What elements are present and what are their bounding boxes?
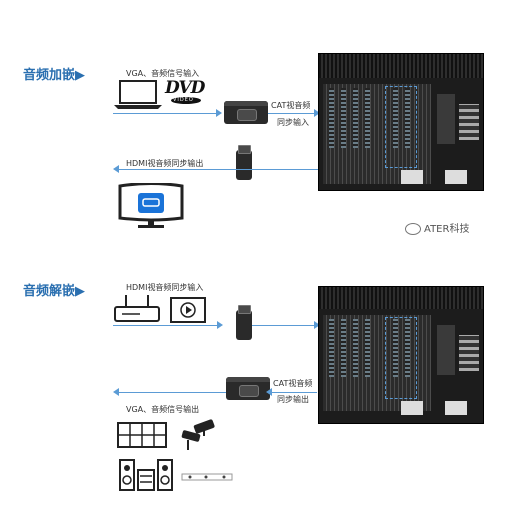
arrow-right-icon	[314, 321, 320, 329]
matrix-switcher-chassis	[318, 53, 484, 191]
watermark: ATER科技	[405, 220, 469, 235]
dvd-video-logo: DVD VIDEO	[165, 80, 207, 106]
hdmi-output-line	[118, 169, 318, 170]
hdmi-av-output-label: HDMI视音频同步输出	[126, 159, 204, 168]
cat-sync-output-label-line2: 同步输出	[277, 395, 309, 404]
section-title-de-embed: 音频解嵌▶	[23, 284, 85, 299]
section-title-embed: 音频加嵌▶	[23, 68, 85, 83]
cat-sync-output-label-line1: CAT视音频	[273, 379, 313, 388]
arrow-left-icon	[266, 388, 272, 396]
cat-output-line	[270, 392, 317, 393]
speaker-system-icon	[119, 459, 173, 491]
hdmi-av-input-label: HDMI视音频同步输入	[126, 283, 204, 292]
arrow-right-icon	[314, 109, 320, 117]
vga-audio-input-label: VGA、音频信号输入	[126, 69, 200, 78]
hdmi-receiver-device	[236, 145, 252, 180]
vga-audio-output-label: VGA、音频信号输出	[126, 405, 200, 414]
cat-sync-input-label-line1: CAT视音频	[271, 101, 311, 110]
media-player-icon	[170, 297, 206, 323]
video-wall-icon	[117, 422, 167, 448]
cat-sync-input-label-line2: 同步输入	[277, 118, 309, 127]
vga-transmitter-device	[224, 101, 268, 124]
hdmi-to-chassis-line	[252, 325, 318, 326]
vga-output-line	[118, 392, 226, 393]
wechat-icon	[405, 223, 421, 235]
hdmi-input-line	[113, 325, 219, 326]
arrow-right-icon	[216, 109, 222, 117]
laptop-icon	[114, 80, 162, 109]
hdmi-transmitter-device	[236, 305, 252, 340]
arrow-left-icon	[113, 388, 119, 396]
matrix-switcher-chassis	[318, 286, 484, 424]
security-camera-icon	[181, 419, 215, 450]
watermark-text: ATER科技	[424, 224, 470, 235]
dvd-logo-subtext: VIDEO	[173, 97, 194, 103]
cat-input-line	[268, 113, 317, 114]
arrow-right-icon	[217, 321, 223, 329]
vga-receiver-device	[226, 377, 270, 400]
audio-device-icon	[181, 473, 233, 481]
vga-input-line	[113, 113, 217, 114]
monitor-icon	[118, 183, 184, 228]
arrow-left-icon	[113, 165, 119, 173]
dvd-logo-text: DVD	[165, 78, 205, 98]
router-icon	[114, 295, 160, 322]
